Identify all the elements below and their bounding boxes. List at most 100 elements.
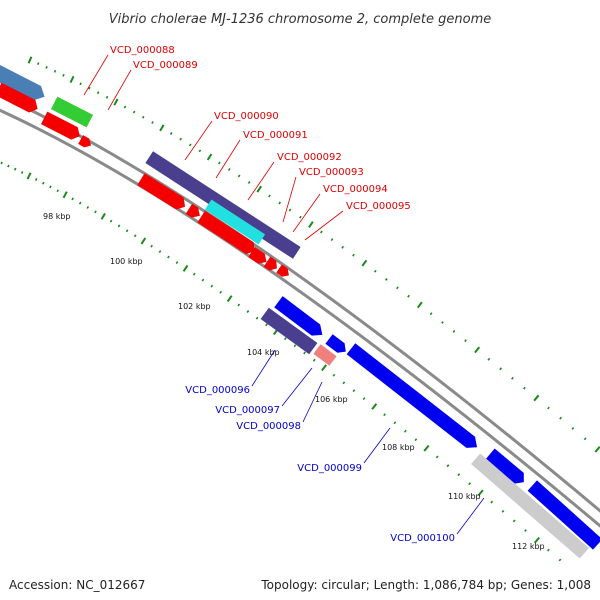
scale-tick bbox=[34, 178, 38, 181]
gene-feature[interactable] bbox=[78, 135, 93, 150]
gene-feature[interactable] bbox=[0, 82, 41, 115]
gene-label[interactable]: VCD_000088 bbox=[110, 45, 175, 56]
gene-label[interactable]: VCD_000098 bbox=[236, 421, 301, 432]
scale-tick bbox=[308, 221, 314, 228]
gene-label[interactable]: VCD_000099 bbox=[297, 463, 362, 474]
kbp-label: 106 kbp bbox=[315, 395, 348, 404]
scale-tick bbox=[237, 174, 241, 178]
gene-feature[interactable] bbox=[527, 480, 600, 550]
scale-tick bbox=[206, 153, 213, 161]
gene-label-leader bbox=[215, 139, 241, 179]
scale-tick bbox=[71, 197, 74, 201]
scale-tick bbox=[179, 137, 182, 141]
scale-tick bbox=[341, 245, 345, 249]
outer-tick-track bbox=[27, 56, 600, 453]
scale-tick bbox=[105, 95, 109, 99]
scale-tick bbox=[123, 105, 127, 109]
gene-feature[interactable] bbox=[325, 334, 349, 356]
scale-tick bbox=[321, 364, 327, 372]
gene-feature[interactable] bbox=[204, 199, 266, 245]
scale-tick bbox=[332, 373, 336, 377]
scale-tick bbox=[435, 455, 439, 459]
gene-feature[interactable] bbox=[346, 343, 482, 453]
gene-label[interactable]: VCD_000093 bbox=[299, 167, 364, 178]
scale-tick bbox=[169, 132, 173, 135]
scale-tick bbox=[188, 143, 192, 147]
gene-feature[interactable] bbox=[263, 256, 281, 274]
scale-tick bbox=[7, 164, 10, 168]
scale-tick bbox=[594, 446, 600, 453]
gene-feature[interactable] bbox=[313, 344, 337, 366]
scale-tick bbox=[414, 438, 418, 442]
scale-tick bbox=[547, 406, 550, 410]
gene-label[interactable]: VCD_000092 bbox=[277, 152, 342, 163]
scale-tick bbox=[299, 215, 302, 219]
scale-tick bbox=[268, 194, 271, 198]
scale-tick bbox=[468, 482, 472, 486]
gene-feature[interactable] bbox=[248, 246, 270, 267]
scale-tick bbox=[371, 403, 378, 410]
kbp-label: 104 kbp bbox=[247, 348, 280, 357]
scale-tick bbox=[457, 473, 461, 477]
gene-feature[interactable] bbox=[260, 307, 318, 355]
gene-labels: VCD_000088 VCD_000089 VCD_000090 VCD_000… bbox=[110, 45, 455, 544]
gene-feature[interactable] bbox=[185, 203, 203, 221]
gene-feature[interactable] bbox=[471, 453, 589, 559]
gene-label-leaders bbox=[83, 54, 485, 535]
scale-tick bbox=[423, 444, 430, 452]
scale-tick bbox=[583, 437, 587, 441]
scale-tick bbox=[78, 201, 82, 205]
gene-feature[interactable] bbox=[197, 210, 258, 258]
kbp-label: 112 kbp bbox=[512, 542, 545, 551]
scale-tick bbox=[100, 212, 106, 220]
scale-tick bbox=[27, 56, 33, 64]
scale-tick bbox=[219, 290, 223, 294]
gene-label[interactable]: VCD_000094 bbox=[323, 184, 388, 195]
gene-label[interactable]: VCD_000100 bbox=[390, 533, 455, 544]
scale-tick bbox=[429, 312, 433, 316]
gene-label-leader bbox=[363, 427, 391, 464]
scale-tick bbox=[546, 548, 550, 552]
gene-feature[interactable] bbox=[276, 264, 292, 279]
scale-tick bbox=[312, 358, 316, 362]
scale-tick bbox=[53, 69, 57, 73]
gene-label[interactable]: VCD_000091 bbox=[243, 130, 308, 141]
inner-tick-track bbox=[0, 161, 562, 562]
gene-label[interactable]: VCD_000090 bbox=[214, 111, 279, 122]
scale-tick bbox=[150, 244, 153, 248]
gene-feature[interactable] bbox=[41, 111, 83, 143]
scale-tick bbox=[320, 230, 323, 234]
scale-tick bbox=[407, 294, 410, 298]
scale-tick bbox=[94, 210, 97, 214]
scale-tick bbox=[210, 284, 214, 288]
gene-label[interactable]: VCD_000095 bbox=[346, 201, 411, 212]
gene-label-leader bbox=[456, 497, 485, 535]
scale-tick bbox=[237, 303, 241, 307]
scale-tick bbox=[384, 278, 388, 281]
scale-tick bbox=[265, 323, 268, 327]
scale-tick bbox=[246, 310, 250, 313]
scale-tick bbox=[512, 519, 516, 523]
scale-tick bbox=[227, 167, 231, 171]
scale-tick bbox=[62, 191, 68, 199]
gene-feature[interactable] bbox=[485, 448, 529, 487]
gene-feature[interactable] bbox=[0, 63, 48, 104]
scale-tick bbox=[201, 278, 205, 282]
gene-label[interactable]: VCD_000096 bbox=[185, 385, 250, 396]
gene-label[interactable]: VCD_000097 bbox=[215, 405, 280, 416]
gene-label[interactable]: VCD_000089 bbox=[133, 60, 198, 71]
gene-feature[interactable] bbox=[274, 296, 326, 340]
scale-tick bbox=[0, 161, 3, 165]
gene-feature[interactable] bbox=[137, 173, 189, 212]
scale-tick bbox=[117, 224, 121, 228]
scale-tick bbox=[37, 62, 40, 66]
scale-tick bbox=[140, 237, 147, 245]
gene-feature[interactable] bbox=[145, 151, 301, 259]
kbp-label: 98 kbp bbox=[43, 212, 71, 221]
scale-tick bbox=[109, 219, 113, 223]
scale-tick bbox=[362, 397, 366, 400]
gene-feature[interactable] bbox=[51, 96, 93, 128]
scale-tick bbox=[113, 98, 119, 106]
scale-tick bbox=[288, 208, 292, 212]
